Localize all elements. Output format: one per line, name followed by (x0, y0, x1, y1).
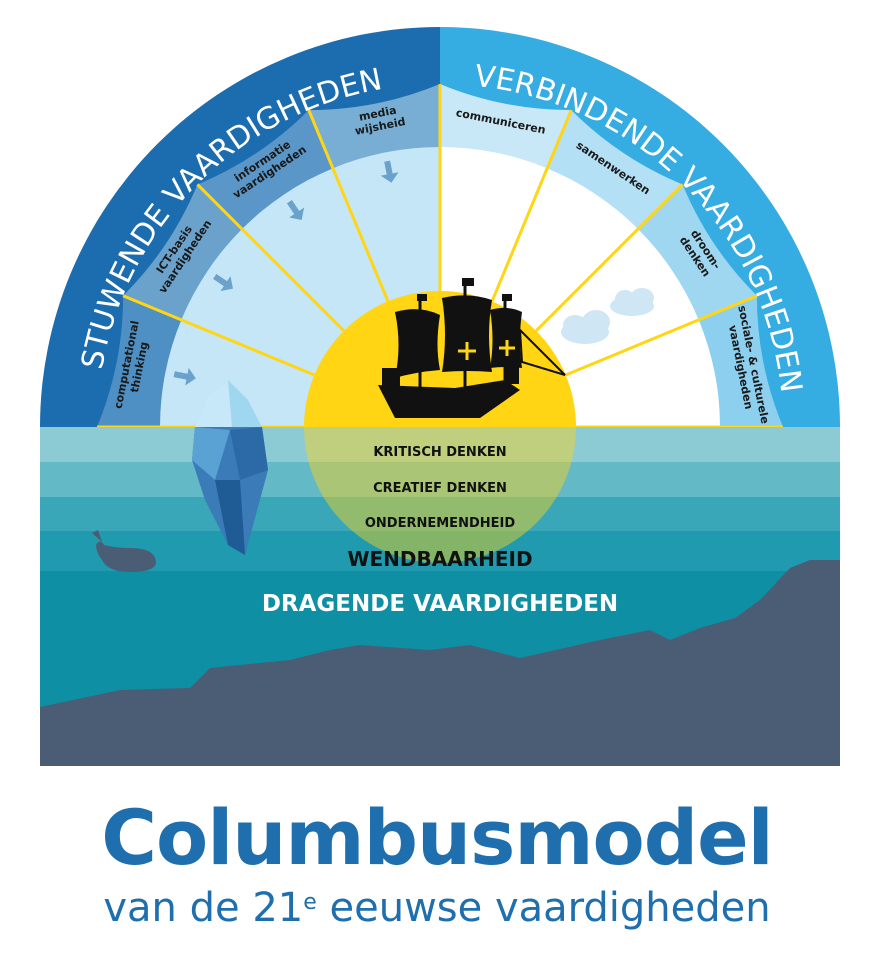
subtitle-pre: van de 21 (103, 885, 304, 931)
sea-layer-dragende-vaardigheden: DRAGENDE VAARDIGHEDEN (262, 591, 618, 617)
columbus-diagram: computationalthinkingICT-basisvaardighed… (40, 27, 840, 766)
sun-ray (196, 183, 345, 332)
subtitle-superscript: e (303, 890, 317, 915)
sea-layer-ondernemendheid: ONDERNEMENDHEID (365, 516, 515, 531)
left-segment-4 (308, 84, 440, 169)
arrow-in-icon (286, 200, 305, 220)
sea-layer-wendbaarheid: WENDBAARHEID (347, 547, 532, 571)
sun-ray (565, 294, 758, 377)
sea-layer-kritisch-denken: KRITISCH DENKEN (373, 445, 506, 460)
subtitle-post: eeuwse vaardigheden (316, 885, 771, 931)
left-segment-3 (197, 110, 333, 230)
sun-ray (122, 294, 315, 377)
sun-ray (490, 109, 573, 302)
arrow-in-icon (213, 273, 233, 292)
iceberg-icon (192, 380, 268, 555)
right-segment-3 (637, 184, 757, 320)
ship-icon (378, 278, 566, 418)
arrow-in-icon (173, 367, 196, 386)
right-segment-1 (440, 84, 572, 169)
left-segment-1 (97, 295, 182, 427)
sun-ray (307, 109, 390, 302)
left-segment-2 (123, 184, 243, 320)
arrow-out-icon (648, 271, 669, 289)
arrow-in-icon (380, 160, 399, 183)
subtitle: van de 21e eeuwse vaardigheden (0, 888, 874, 928)
cloud-icon (561, 288, 654, 344)
sun-ray (535, 183, 684, 332)
whale-icon (92, 530, 156, 572)
arrow-out-icon (578, 198, 596, 219)
sun-reflection (304, 427, 576, 563)
right-segment-4 (698, 295, 783, 427)
arrow-out-icon (687, 366, 710, 384)
seabed (40, 560, 840, 766)
main-title: Columbusmodel (101, 793, 773, 882)
arrow-out-icon (483, 157, 501, 180)
right-segment-2 (547, 110, 683, 230)
sea-layer-creatief-denken: CREATIEF DENKEN (373, 481, 507, 496)
